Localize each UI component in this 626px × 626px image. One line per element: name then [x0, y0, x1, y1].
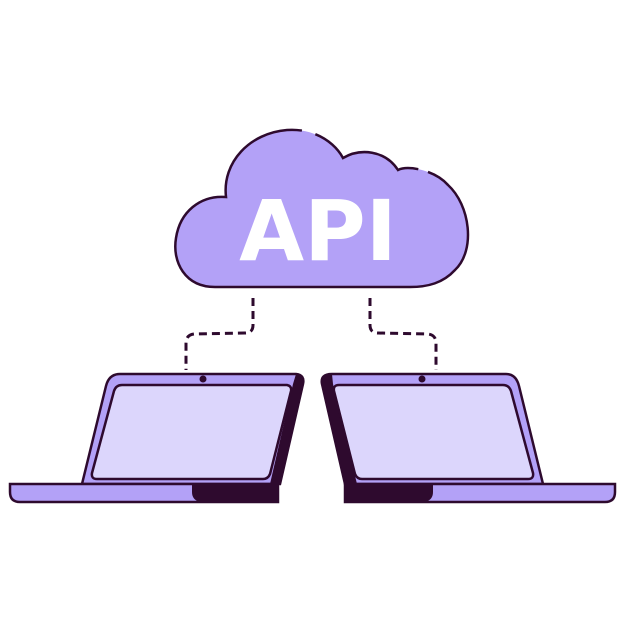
laptop-icon: [320, 372, 617, 504]
cloud-icon: API: [174, 128, 470, 289]
webcam-icon: [199, 375, 207, 383]
laptop-icon: [8, 372, 305, 504]
cloud-label: API: [239, 182, 397, 280]
webcam-icon: [418, 375, 426, 383]
dashed-connector-left: [184, 298, 255, 370]
dashed-connector-right: [368, 298, 438, 370]
